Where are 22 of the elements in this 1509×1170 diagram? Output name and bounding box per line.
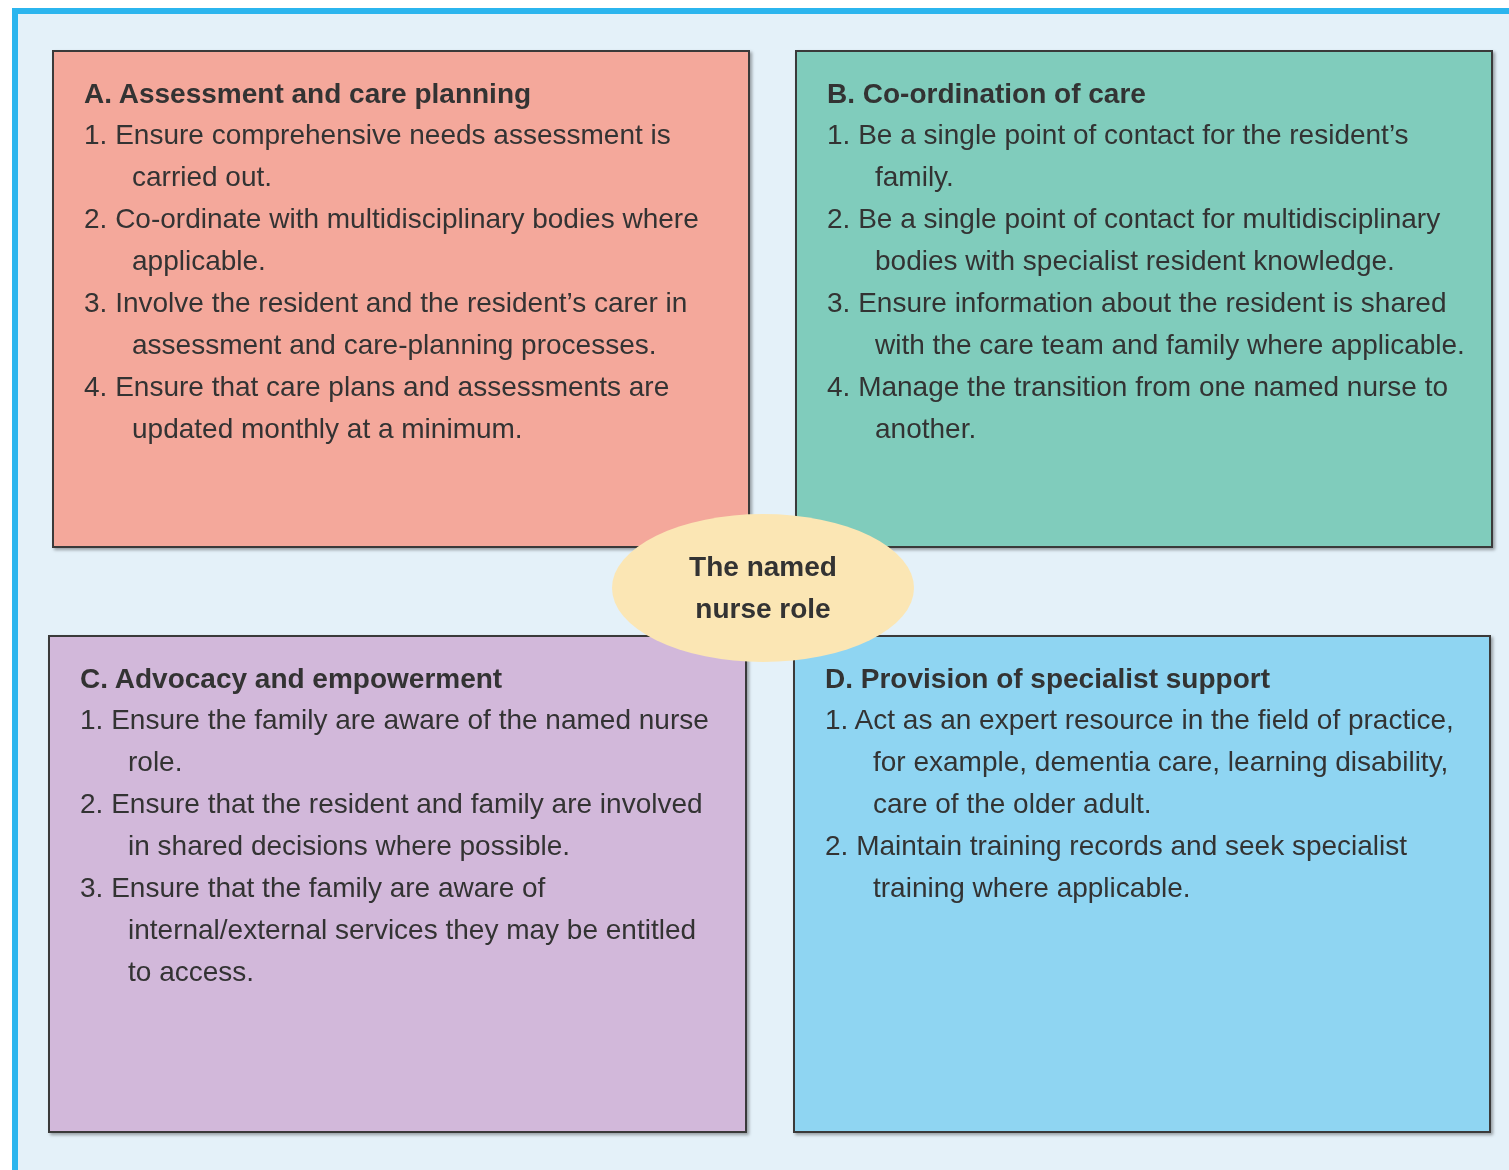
- text-card: [795, 50, 1493, 548]
- list-item: 4. Ensure that care plans and assessments are updated monthly at a minimum.: [84, 370, 671, 446]
- text-card: [52, 50, 750, 548]
- card-heading: A. Assessment and care planning: [84, 77, 533, 111]
- list-item: 2. Maintain training records and seek specialist training where applicable.: [825, 829, 1409, 905]
- list-item: 1. Ensure comprehensive needs assessment is carried out.: [84, 118, 672, 194]
- list-item: 3. Ensure that the family are aware of internal/external services they may be entitled to access.: [80, 871, 698, 989]
- list-item: 4. Manage the transition from one named nurse to another.: [827, 370, 1450, 446]
- card-heading: B. Co-ordination of care: [827, 77, 1147, 111]
- list-item: 3. Involve the resident and the resident’s carer in assessment and care-planning processes.: [84, 286, 689, 362]
- text-card: [793, 635, 1491, 1133]
- list-item: 2. Co-ordinate with multidisciplinary bodies where applicable.: [84, 202, 700, 278]
- center-label: The named nurse role: [688, 550, 838, 626]
- card-heading: C. Advocacy and empowerment: [80, 662, 504, 696]
- list-item: 1. Be a single point of contact for the resident’s family.: [827, 118, 1410, 194]
- list-item: 2. Ensure that the resident and family are involved in shared decisions where possible.: [80, 787, 704, 863]
- text-card: [48, 635, 747, 1133]
- list-item: 2. Be a single point of contact for multidisciplinary bodies with specialist resident knowledge.: [827, 202, 1442, 278]
- list-item: 1. Ensure the family are aware of the named nurse role.: [80, 703, 710, 779]
- card-heading: D. Provision of specialist support: [825, 662, 1271, 696]
- list-item: 3. Ensure information about the resident is shared with the care team and family where applicable.: [827, 286, 1466, 362]
- list-item: 1. Act as an expert resource in the field of practice, for example, dementia care, learning disability, care of the older adult.: [825, 703, 1455, 821]
